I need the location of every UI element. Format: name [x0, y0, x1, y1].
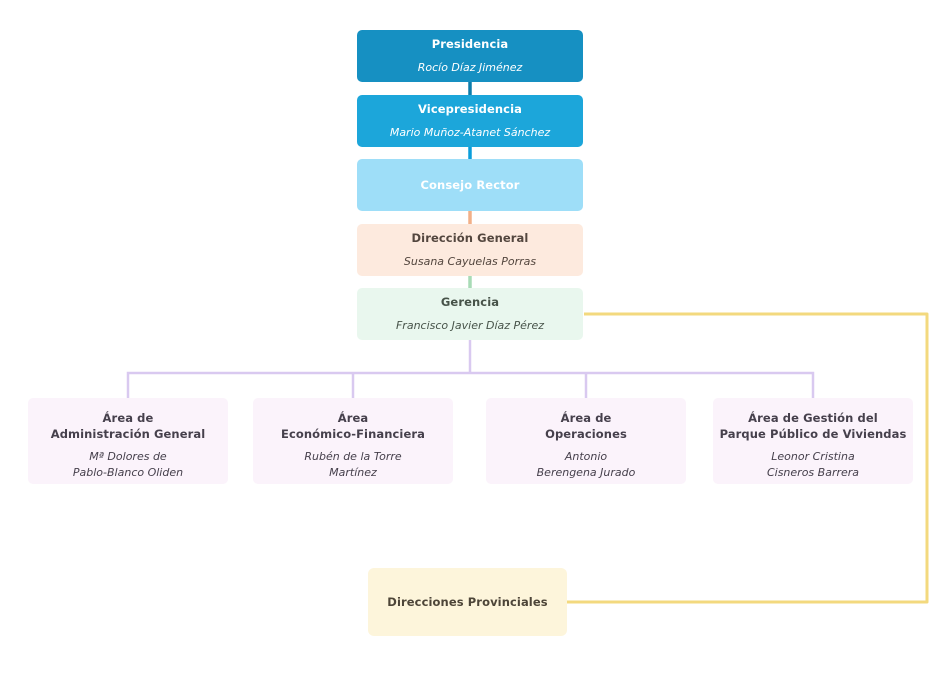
node-area-administracion-general: Área de Administración General Mª Dolore…	[28, 398, 228, 484]
node-person: Rocío Díaz Jiménez	[417, 61, 523, 74]
node-title: Área de Operaciones	[545, 411, 627, 441]
node-person: Leonor Cristina Cisneros Barrera	[766, 450, 860, 479]
node-person: Francisco Javier Díaz Pérez	[395, 319, 544, 332]
node-presidencia: Presidencia Rocío Díaz Jiménez	[357, 30, 583, 82]
node-person: Susana Cayuelas Porras	[403, 255, 537, 268]
node-title: Área de Administración General	[50, 411, 206, 441]
node-area-operaciones: Área de Operaciones Antonio Berengena Ju…	[486, 398, 686, 484]
node-title: Consejo Rector	[420, 178, 520, 192]
node-person: Mario Muñoz-Atanet Sánchez	[389, 126, 551, 139]
node-person: Mª Dolores de Pablo-Blanco Oliden	[72, 450, 184, 479]
node-consejo-rector: Consejo Rector	[357, 159, 583, 211]
node-title: Presidencia	[431, 37, 509, 51]
node-title: Dirección General	[411, 231, 529, 245]
node-area-economico-financiera: Área Económico-Financiera Rubén de la To…	[253, 398, 453, 484]
node-area-gestion-parque-publico: Área de Gestión del Parque Público de Vi…	[713, 398, 913, 484]
node-title: Direcciones Provinciales	[387, 595, 548, 609]
connector-gerencia-areas	[126, 338, 815, 399]
node-title: Vicepresidencia	[418, 102, 522, 116]
node-direcciones-provinciales: Direcciones Provinciales	[368, 568, 567, 636]
node-title: Área Económico-Financiera	[281, 411, 425, 441]
connector-gerencia-provinciales	[566, 312, 929, 604]
node-direccion-general: Dirección General Susana Cayuelas Porras	[357, 224, 583, 276]
node-vicepresidencia: Vicepresidencia Mario Muñoz-Atanet Sánch…	[357, 95, 583, 147]
node-person: Antonio Berengena Jurado	[536, 450, 636, 479]
node-gerencia: Gerencia Francisco Javier Díaz Pérez	[357, 288, 583, 340]
node-title: Área de Gestión del Parque Público de Vi…	[719, 411, 907, 441]
node-person: Rubén de la Torre Martínez	[304, 450, 402, 479]
node-title: Gerencia	[440, 295, 500, 309]
